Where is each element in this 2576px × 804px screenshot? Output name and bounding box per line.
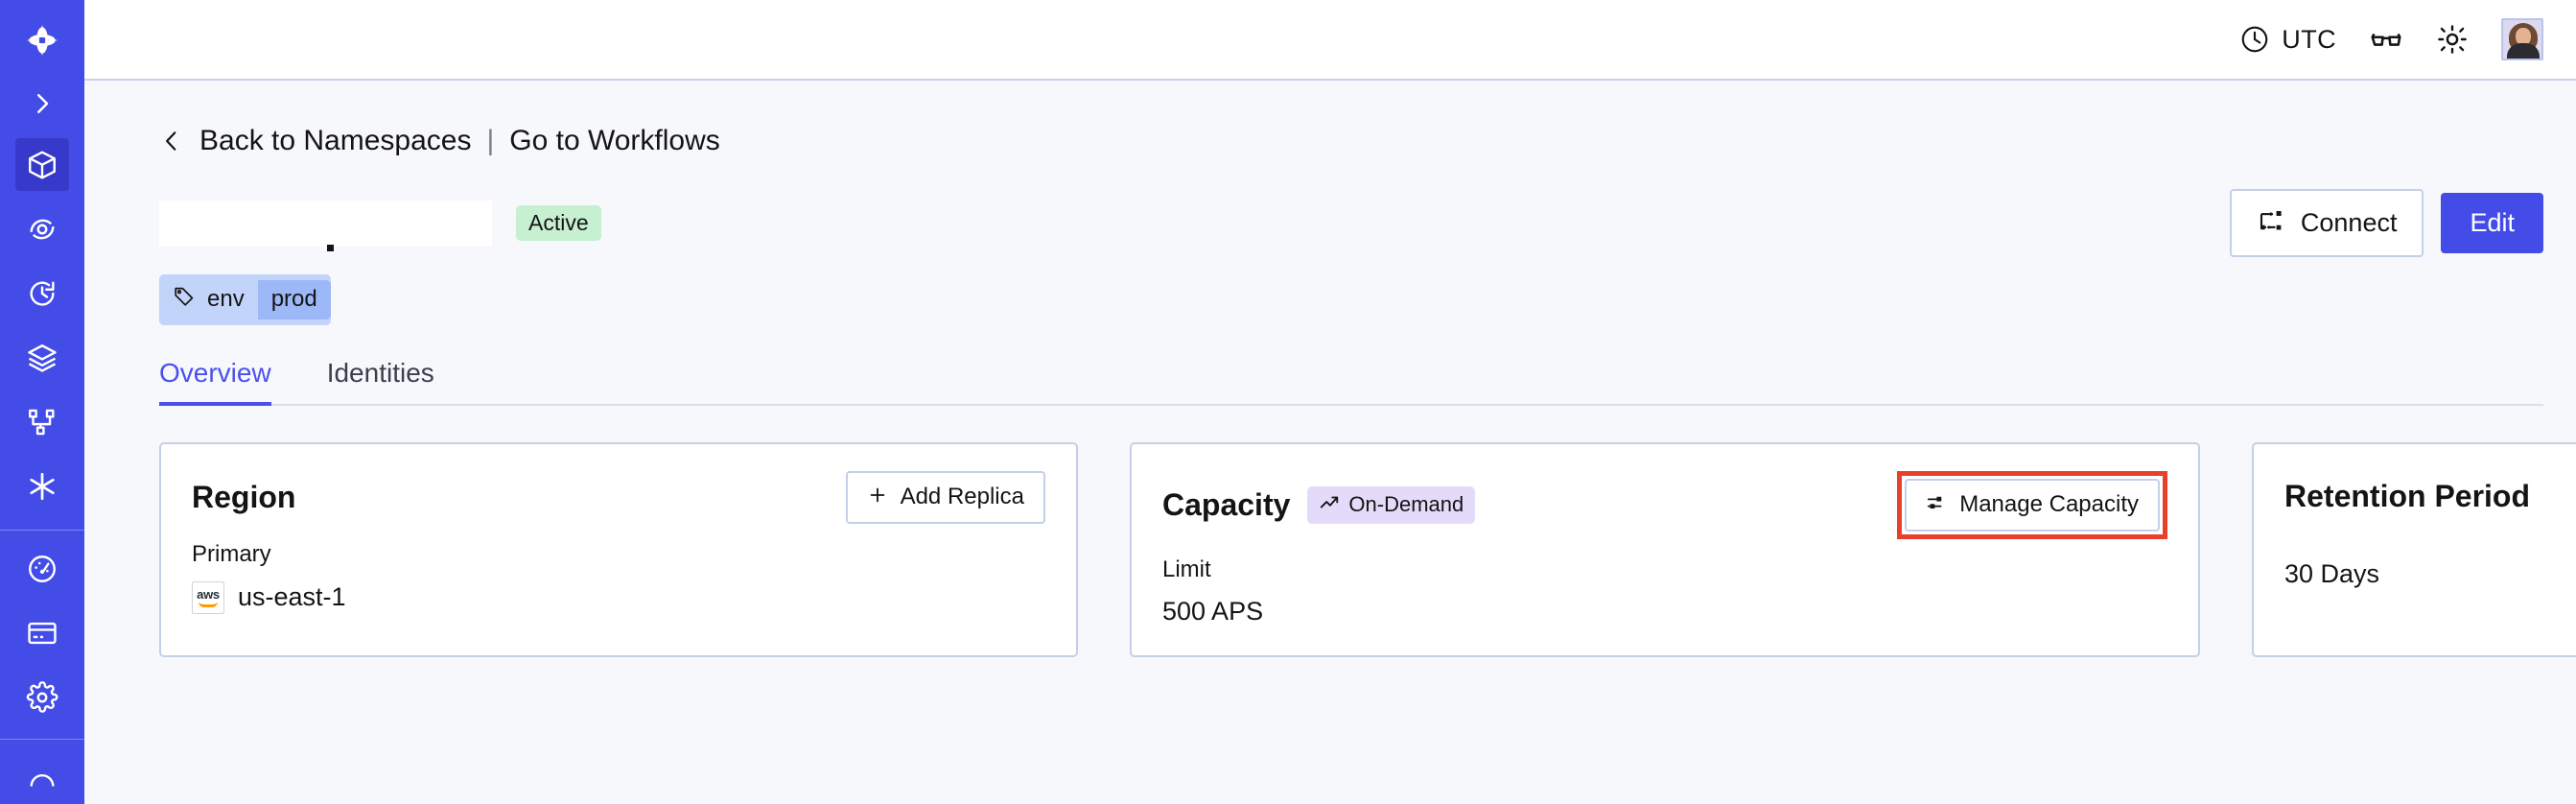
region-card-title: Region <box>192 479 296 514</box>
manage-capacity-highlight: Manage Capacity <box>1897 470 2167 539</box>
retention-card-header: Retention Period <box>2284 471 2576 523</box>
credit-card-icon <box>26 617 59 650</box>
region-primary-value-row: aws us-east-1 <box>192 580 1045 614</box>
branch-icon <box>26 406 59 438</box>
sidebar-item-history[interactable] <box>15 267 69 319</box>
trending-up-icon <box>1319 492 1340 518</box>
sidebar-divider-top <box>0 530 84 532</box>
avatar-face <box>2516 28 2531 46</box>
aws-logo-icon: aws <box>192 580 224 614</box>
tag-icon <box>173 285 196 315</box>
temporal-logo-icon[interactable] <box>15 13 69 66</box>
edit-button-label: Edit <box>2470 208 2515 237</box>
timezone-label: UTC <box>2282 24 2336 54</box>
history-clock-icon <box>26 277 59 310</box>
add-replica-button[interactable]: Add Replica <box>845 470 1045 524</box>
help-circle-icon <box>26 769 59 787</box>
add-replica-label: Add Replica <box>900 484 1024 510</box>
sidebar-item-namespaces[interactable] <box>15 138 69 192</box>
gauge-icon <box>26 553 59 585</box>
top-bar: UTC <box>84 0 2576 81</box>
connect-icon <box>2257 206 2285 240</box>
aws-logo-text: aws <box>197 586 220 602</box>
tag-value: prod <box>257 280 331 319</box>
tab-overview[interactable]: Overview <box>159 358 306 406</box>
timezone-selector[interactable]: UTC <box>2239 24 2336 55</box>
sidebar-item-observability[interactable] <box>15 202 69 255</box>
capacity-card-title: Capacity <box>1162 486 1291 522</box>
retention-card: Retention Period 30 Days <box>2252 441 2576 657</box>
retention-value: 30 Days <box>2284 558 2380 588</box>
aws-swoosh <box>199 602 218 607</box>
sidebar-expand-toggle[interactable] <box>15 80 69 127</box>
edit-button[interactable]: Edit <box>2441 193 2543 253</box>
sidebar-item-nexus[interactable] <box>15 460 69 512</box>
manage-capacity-button[interactable]: Manage Capacity <box>1905 478 2160 532</box>
tab-bar: Overview Identities <box>159 358 2543 406</box>
sidebar-divider-bottom <box>0 739 84 741</box>
avatar-body <box>2507 43 2540 59</box>
breadcrumb-divider: | <box>486 125 495 156</box>
main-region: UTC <box>84 0 2576 804</box>
capacity-card-action: Manage Capacity <box>1897 470 2167 539</box>
sliders-icon <box>1926 492 1947 518</box>
tab-identities[interactable]: Identities <box>326 357 434 388</box>
layers-icon <box>26 342 59 374</box>
eye-icon <box>26 213 59 246</box>
capacity-card-header: Capacity On-Demand <box>1162 470 2167 539</box>
sidebar-item-settings[interactable] <box>15 671 69 723</box>
page-header: Active <box>159 189 2543 257</box>
sidebar-item-workflows[interactable] <box>15 395 69 448</box>
glasses-icon[interactable] <box>2369 22 2403 57</box>
plus-icon <box>867 485 888 510</box>
status-badge: Active <box>516 204 601 242</box>
page-header-actions: Connect Edit <box>2229 189 2543 257</box>
breadcrumb-workflows-link[interactable]: Go to Workflows <box>509 125 720 156</box>
breadcrumb-back-link[interactable]: Back to Namespaces <box>199 125 472 156</box>
capacity-card: Capacity On-Demand <box>1130 441 2200 657</box>
on-demand-badge: On-Demand <box>1307 485 1476 524</box>
region-card: Region Add Replica <box>159 441 1078 657</box>
top-bar-actions: UTC <box>2239 18 2543 60</box>
region-primary-label: Primary <box>192 540 271 567</box>
asterisk-icon <box>25 469 59 504</box>
region-primary-value: us-east-1 <box>238 582 346 612</box>
region-card-action: Add Replica <box>845 470 1045 524</box>
on-demand-badge-label: On-Demand <box>1348 492 1464 517</box>
tag-list: env prod <box>159 274 2543 325</box>
connect-button-label: Connect <box>2300 208 2398 237</box>
sidebar-item-usage[interactable] <box>15 542 69 595</box>
region-card-header: Region Add Replica <box>192 470 1045 524</box>
page-content: Back to Namespaces | Go to Workflows Act… <box>84 81 2576 804</box>
tag-chip-env[interactable]: env prod <box>159 274 331 325</box>
connect-button[interactable]: Connect <box>2229 189 2424 257</box>
tag-key: env <box>207 286 245 312</box>
gear-icon <box>26 680 59 714</box>
sun-icon[interactable] <box>2436 23 2469 56</box>
page-title <box>159 200 492 251</box>
sidebar-item-schedules[interactable] <box>15 331 69 384</box>
capacity-limit-value: 500 APS <box>1162 596 1264 626</box>
sidebar-item-help[interactable] <box>15 751 69 804</box>
sidebar-item-billing[interactable] <box>15 606 69 659</box>
overview-cards: Region Add Replica <box>159 441 2576 657</box>
capacity-limit-label: Limit <box>1162 556 1211 582</box>
retention-card-title: Retention Period <box>2284 479 2531 514</box>
avatar[interactable] <box>2501 18 2543 60</box>
clock-icon <box>2239 24 2270 55</box>
chevron-left-icon[interactable] <box>159 127 184 155</box>
cube-icon <box>26 149 59 181</box>
manage-capacity-label: Manage Capacity <box>1959 491 2139 518</box>
primary-sidebar <box>0 0 84 804</box>
breadcrumb: Back to Namespaces | Go to Workflows <box>159 125 2543 157</box>
